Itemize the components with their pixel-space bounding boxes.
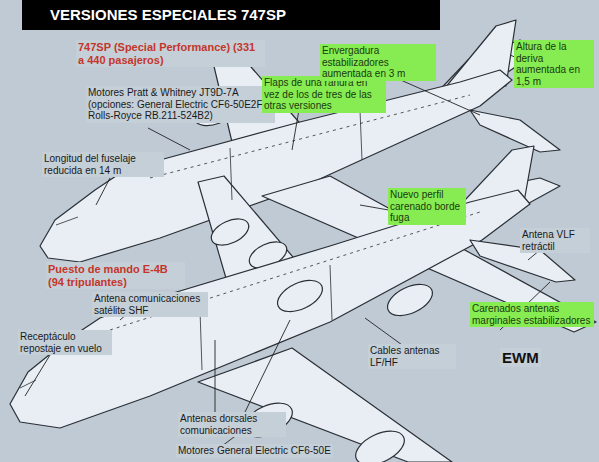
antenna-callout: Antenas dorsales comunicaciones (178, 412, 286, 437)
version-heading: 747SP (Special Performance) (331 a 440 p… (76, 40, 265, 67)
refuel-callout: Receptáculo repostaje en vuelo (18, 330, 112, 355)
antenna-callout: Antena VLF retráctil (520, 228, 590, 253)
fairing-callout: Carenados antenas marginales estabilizad… (470, 302, 594, 327)
engine-callout: Motores General Electric CF6-50E (176, 444, 333, 458)
engine-callout: Motores Pratt & Whitney JT9D-7A (opcione… (86, 86, 275, 123)
fairing-callout: Nuevo perfil carenado borde fuga (388, 188, 466, 225)
antenna-callout: Antena comunicaciones satélite SHF (92, 292, 208, 317)
watermark: EWM (500, 348, 541, 367)
fin-callout: Altura de la deriva aumentada en 1,5 m (514, 40, 594, 88)
title-band: VERSIONES ESPECIALES 747SP (22, 0, 440, 30)
fuselage-callout: Longitud del fuselaje reducida en 14 m (42, 152, 164, 177)
flaps-callout: Flaps de una ranura en vez de los de tre… (262, 76, 386, 113)
version-heading: Puesto de mando E-4B (94 tripulantes) (46, 262, 185, 289)
cable-callout: Cables antenas LF/HF (368, 344, 456, 369)
stabilizer-callout: Envergadura estabilizadores aumentada en… (320, 44, 436, 81)
